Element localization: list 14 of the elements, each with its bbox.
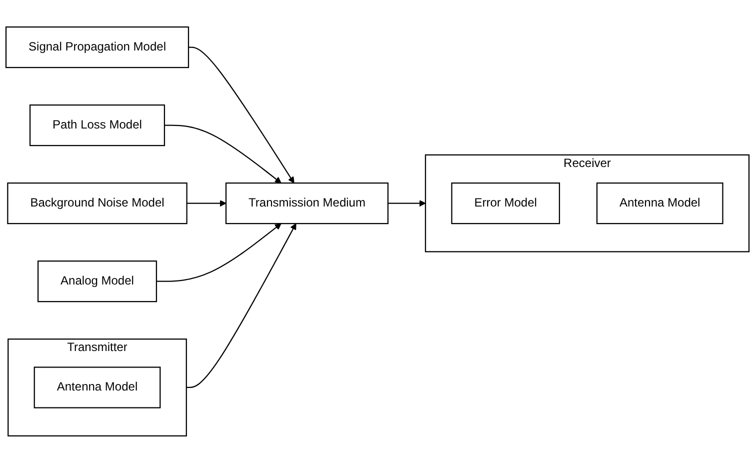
arrow [156,222,282,282]
arrow [188,46,294,183]
arrow [164,124,282,183]
node-box: Signal Propagation Model [5,26,190,68]
node-box: Antenna Model [596,182,724,224]
node-box: Error Model [451,182,560,224]
arrow [388,200,426,206]
node-box: Transmission Medium [225,182,389,224]
node-box: Background Noise Model [7,182,188,224]
node-box: Path Loss Model [29,104,166,146]
arrow [186,222,296,388]
node-box: Antenna Model [34,366,161,408]
arrow [186,200,226,206]
node-box: Analog Model [37,260,158,302]
